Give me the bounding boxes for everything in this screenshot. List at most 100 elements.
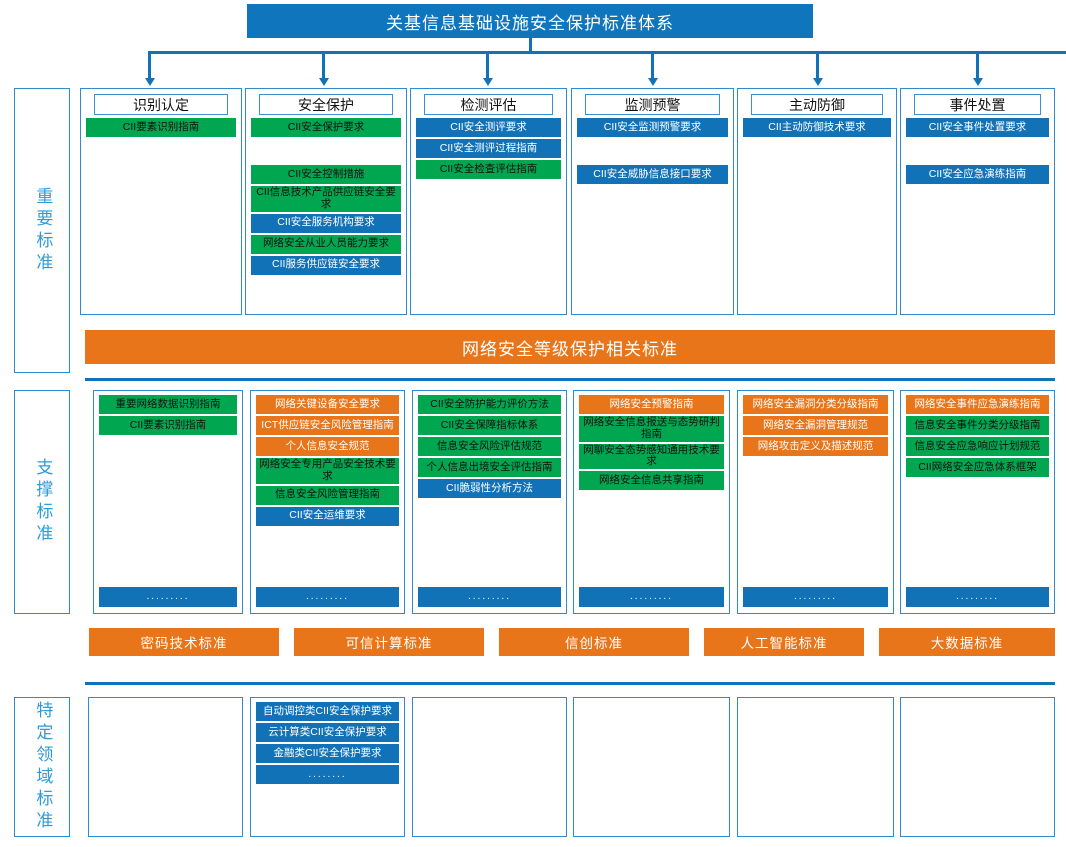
banner-mlps: 网络安全等级保护相关标准 (85, 330, 1055, 364)
standard-item[interactable]: CII安全保障指标体系 (418, 416, 561, 435)
standard-item[interactable]: 信息安全应急响应计划规范 (906, 437, 1049, 456)
standard-item[interactable]: CII安全保护要求 (251, 118, 401, 137)
support-column-1[interactable]: 重要网络数据识别指南 CII要素识别指南......... (93, 390, 243, 614)
column-header: 事件处置 (914, 94, 1041, 115)
standard-item[interactable]: CII主动防御技术要求 (743, 118, 891, 137)
connector-bus-horizontal (148, 51, 1066, 54)
standard-item[interactable]: 网络安全专用产品安全技术要求 (256, 458, 399, 484)
standard-item[interactable]: 网络安全事件应急演练指南 (906, 395, 1049, 414)
domain-column-5[interactable] (737, 697, 894, 837)
standard-item[interactable]: CII服务供应链安全要求 (251, 255, 401, 275)
domain-column-1[interactable] (88, 697, 243, 837)
band-label-supporting: 支撑标准 (14, 390, 70, 614)
standard-item[interactable]: 网络安全漏洞管理规范 (743, 416, 888, 435)
connector-drop-6 (976, 51, 979, 79)
arrow-head-6 (973, 78, 983, 86)
standard-item[interactable]: CII脆弱性分析方法 (418, 479, 561, 498)
column-header: 监测预警 (585, 94, 720, 115)
column-header: 检测评估 (424, 94, 553, 115)
connector-trunk-vertical (529, 38, 532, 53)
standard-item[interactable]: CII安全威胁信息接口要求 (577, 165, 728, 184)
standard-item[interactable]: 网络关键设备安全要求 (256, 395, 399, 414)
standard-item[interactable]: CII安全测评要求 (416, 118, 561, 137)
support-column-5[interactable]: 网络安全漏洞分类分级指南网络安全漏洞管理规范网络攻击定义及描述规范.......… (737, 390, 894, 614)
arrow-head-1 (145, 78, 155, 86)
chip-ai[interactable]: 人工智能标准 (704, 628, 864, 656)
standard-item[interactable]: CII安全事件处置要求 (906, 118, 1049, 137)
standard-item[interactable]: 信息安全风险管理指南 (256, 485, 399, 505)
standard-item[interactable]: CII安全运维要求 (256, 506, 399, 526)
standard-item[interactable]: 云计算类CII安全保护要求 (256, 723, 399, 742)
standard-item-more[interactable]: ......... (743, 587, 888, 607)
column-monitor[interactable]: 监测预警 CII安全监测预警要求 CII安全威胁信息接口要求 (571, 88, 734, 315)
standard-item-more[interactable]: ......... (579, 587, 724, 607)
standard-item[interactable]: CII安全应急演练指南 (906, 165, 1049, 184)
chip-crypto[interactable]: 密码技术标准 (89, 628, 279, 656)
standard-item[interactable]: 重要网络数据识别指南 (99, 395, 237, 414)
standard-item[interactable]: 网络安全预警指南 (579, 395, 724, 414)
standard-item[interactable]: CII要素识别指南 (99, 416, 237, 435)
standard-item-more[interactable]: ......... (906, 587, 1049, 607)
arrow-head-2 (319, 78, 329, 86)
divider-domain (85, 682, 1055, 685)
standard-item[interactable]: CII安全控制措施 (251, 165, 401, 184)
arrow-head-4 (648, 78, 658, 86)
chip-xinchuang[interactable]: 信创标准 (499, 628, 689, 656)
band-label-important: 重要标准 (14, 88, 70, 373)
standard-item[interactable]: ICT供应链安全风险管理指南 (256, 416, 399, 435)
diagram-title: 关基信息基础设施安全保护标准体系 (247, 4, 813, 38)
standard-item[interactable]: 个人信息出境安全评估指南 (418, 458, 561, 477)
band-label-supporting-text: 支撑标准 (33, 458, 53, 546)
standard-item-more[interactable]: ......... (418, 587, 561, 607)
standard-item[interactable]: CII安全监测预警要求 (577, 118, 728, 137)
standard-item[interactable]: CII信息技术产品供应链安全要求 (251, 186, 401, 212)
standard-item-placeholder (906, 139, 1049, 163)
standard-item-more[interactable]: ......... (256, 587, 399, 607)
connector-drop-2 (322, 51, 325, 79)
standard-item[interactable]: 网络攻击定义及描述规范 (743, 437, 888, 456)
standard-item[interactable]: 网聊安全态势感知通用技术要求 (579, 443, 724, 469)
chip-bigdata[interactable]: 大数据标准 (879, 628, 1055, 656)
standard-item[interactable]: CII安全服务机构要求 (251, 213, 401, 233)
domain-column-3[interactable] (412, 697, 567, 837)
standard-item[interactable]: 网络安全从业人员能力要求 (251, 234, 401, 254)
standard-item[interactable]: 信息安全事件分类分级指南 (906, 416, 1049, 435)
standard-item-more[interactable]: ......... (99, 587, 237, 607)
domain-column-2[interactable]: 自动调控类CII安全保护要求云计算类CII安全保护要求金融类CII安全保护要求.… (250, 697, 405, 837)
band-label-important-text: 重要标准 (33, 186, 53, 275)
standard-item[interactable]: CII安全测评过程指南 (416, 139, 561, 158)
standard-item[interactable]: CII安全防护能力评价方法 (418, 395, 561, 414)
standard-item[interactable]: 金融类CII安全保护要求 (256, 744, 399, 763)
support-column-4[interactable]: 网络安全预警指南网络安全信息报送与态势研判指南网聊安全态势感知通用技术要求网络安… (573, 390, 730, 614)
support-column-3[interactable]: CII安全防护能力评价方法 CII安全保障指标体系信息安全风险评估规范个人信息出境… (412, 390, 567, 614)
domain-column-4[interactable] (573, 697, 730, 837)
column-incident[interactable]: 事件处置 CII安全事件处置要求 CII安全应急演练指南 (900, 88, 1055, 315)
standard-item[interactable]: ........ (256, 765, 399, 784)
chip-trusted-computing[interactable]: 可信计算标准 (294, 628, 484, 656)
connector-drop-3 (486, 51, 489, 79)
connector-drop-4 (651, 51, 654, 79)
standard-item[interactable]: 个人信息安全规范 (256, 437, 399, 456)
standard-item[interactable]: CII安全检查评估指南 (416, 160, 561, 179)
divider-supporting (85, 378, 1055, 381)
column-assess[interactable]: 检测评估 CII安全测评要求 CII安全测评过程指南 CII安全检查评估指南 (410, 88, 567, 315)
band-label-domain-text: 特定领域标准 (33, 701, 53, 833)
standard-item[interactable]: 网络安全漏洞分类分级指南 (743, 395, 888, 414)
arrow-head-3 (483, 78, 493, 86)
standard-item[interactable]: CII要素识别指南 (86, 118, 236, 137)
domain-column-6[interactable] (900, 697, 1055, 837)
column-header: 主动防御 (751, 94, 883, 115)
support-column-6[interactable]: 网络安全事件应急演练指南信息安全事件分类分级指南信息安全应急响应计划规范 CII网… (900, 390, 1055, 614)
column-spacer (418, 500, 561, 587)
standard-item[interactable]: CII网络安全应急体系框架 (906, 458, 1049, 477)
standard-item[interactable]: 网络安全信息共享指南 (579, 471, 724, 490)
standard-item[interactable]: 信息安全风险评估规范 (418, 437, 561, 456)
standard-item[interactable]: 自动调控类CII安全保护要求 (256, 702, 399, 721)
column-spacer (743, 458, 888, 587)
column-defense[interactable]: 主动防御 CII主动防御技术要求 (737, 88, 897, 315)
standard-item[interactable]: 网络安全信息报送与态势研判指南 (579, 416, 724, 442)
column-spacer (906, 479, 1049, 587)
support-column-2[interactable]: 网络关键设备安全要求 ICT供应链安全风险管理指南个人信息安全规范网络安全专用产品… (250, 390, 405, 614)
